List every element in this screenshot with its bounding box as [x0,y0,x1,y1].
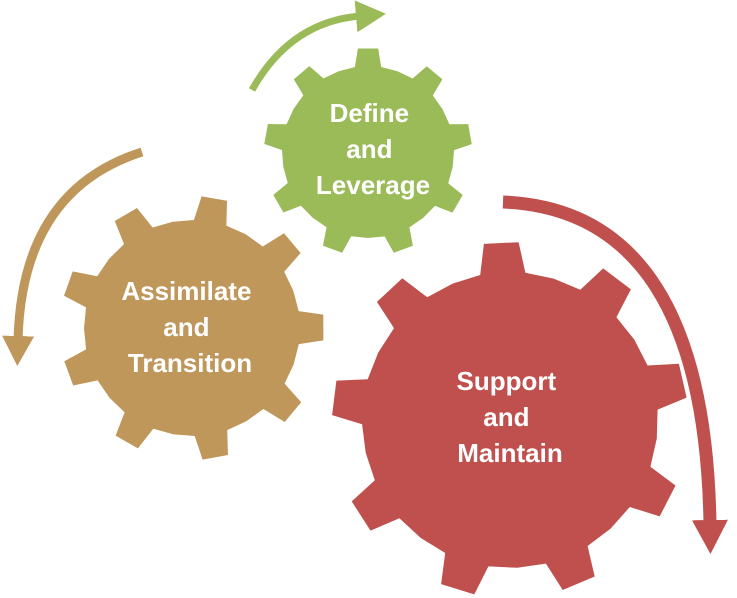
gear-assimilate: Assimilate and Transition [64,196,324,460]
red-cycle-arrow [502,195,728,554]
gear-define-label-line-3: Leverage [316,170,430,200]
gear-assimilate-shape [64,196,324,460]
gear-define: Define and Leverage [264,48,472,253]
gear-support-label-line-1: Support [457,366,557,396]
gear-support: Support and Maintain [332,242,687,595]
tan-cycle-arrow [2,147,144,366]
gear-support-label-line-2: and [483,402,529,432]
gear-support-shape [332,242,687,595]
svg-text:Support and Ma: Support and Maintain [457,366,564,468]
gear-support-label-line-3: Maintain [457,438,562,468]
green-cycle-arrow [248,0,386,92]
gear-define-label-line-2: and [346,134,392,164]
gear-assimilate-label-line-1: Assimilate [121,276,251,306]
gear-define-shape [264,48,472,253]
gear-assimilate-label-line-2: and [163,312,209,342]
svg-text:Define and Lev: Define and Leverage [316,98,430,200]
svg-text:Assimilate and: Assimilate and Transition [121,276,258,378]
gear-assimilate-label-line-3: Transition [128,348,252,378]
gear-define-label-line-1: Define [330,98,409,128]
